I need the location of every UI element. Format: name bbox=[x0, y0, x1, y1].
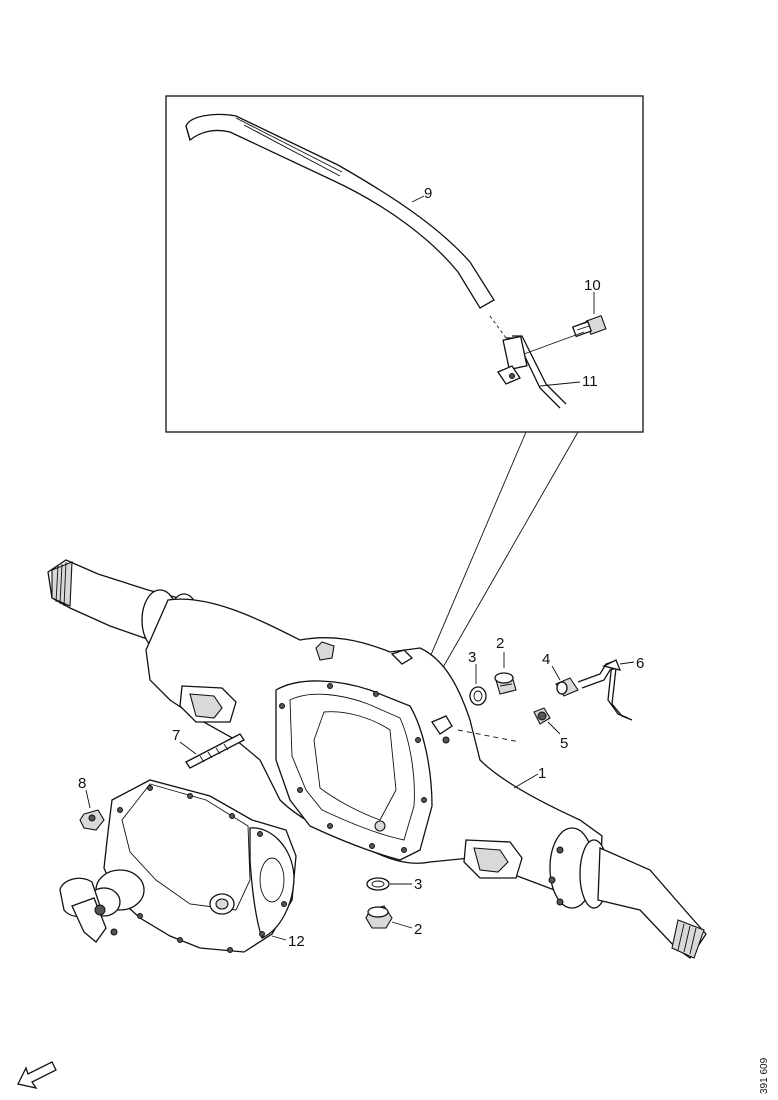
pinion-flange bbox=[59, 869, 145, 943]
lower-washer bbox=[366, 877, 390, 891]
stud-bolt bbox=[185, 733, 245, 769]
callout-3-upper: 3 bbox=[468, 649, 476, 666]
breather-hose bbox=[185, 113, 495, 309]
leader-5 bbox=[547, 721, 561, 735]
leader-1 bbox=[513, 773, 539, 789]
callout-8: 8 bbox=[78, 775, 86, 792]
callout-4: 4 bbox=[542, 651, 550, 668]
front-direction-arrow-icon bbox=[17, 1061, 57, 1089]
leader-12 bbox=[271, 935, 287, 941]
callout-3-lower: 3 bbox=[414, 876, 422, 893]
leader-6 bbox=[619, 661, 635, 665]
assembly-line-breather bbox=[457, 729, 521, 743]
callout-11: 11 bbox=[582, 373, 598, 390]
breather-nut bbox=[533, 707, 551, 725]
drawing-reference-number: 391 609 bbox=[759, 1057, 770, 1094]
callout-1: 1 bbox=[538, 765, 546, 782]
leader-fitting-10 bbox=[523, 331, 585, 355]
detail-inset-frame bbox=[165, 95, 644, 433]
flange-nut bbox=[79, 809, 105, 831]
callout-2-upper: 2 bbox=[496, 635, 504, 652]
callout-5: 5 bbox=[560, 735, 568, 752]
callout-7: 7 bbox=[172, 727, 180, 744]
differential-carrier bbox=[59, 779, 297, 953]
right-axle-shaft bbox=[548, 827, 707, 959]
leader-9 bbox=[411, 195, 425, 203]
leader-8 bbox=[85, 789, 91, 809]
upper-plug bbox=[494, 672, 517, 695]
breather-nipple bbox=[555, 677, 579, 697]
breather-pipe bbox=[489, 315, 567, 409]
hose-fitting bbox=[571, 314, 607, 338]
inset-pointer-line-left bbox=[415, 431, 527, 691]
leader-2-lower bbox=[391, 921, 413, 929]
inset-pointer-line-right bbox=[429, 431, 579, 691]
leader-7 bbox=[179, 741, 197, 755]
leader-4 bbox=[551, 665, 561, 681]
upper-washer bbox=[469, 686, 487, 706]
housing-bracket bbox=[431, 715, 453, 735]
callout-12: 12 bbox=[288, 933, 305, 950]
breather-tube bbox=[577, 659, 633, 721]
callout-9: 9 bbox=[424, 185, 432, 202]
leader-11 bbox=[539, 381, 581, 387]
callout-10: 10 bbox=[584, 277, 601, 294]
axle-housing bbox=[47, 559, 707, 959]
housing-bolt-hole bbox=[442, 736, 450, 744]
callout-6: 6 bbox=[636, 655, 644, 672]
lower-plug bbox=[365, 905, 393, 929]
callout-2-lower: 2 bbox=[414, 921, 422, 938]
detail-inset: 9 10 11 bbox=[165, 95, 644, 691]
